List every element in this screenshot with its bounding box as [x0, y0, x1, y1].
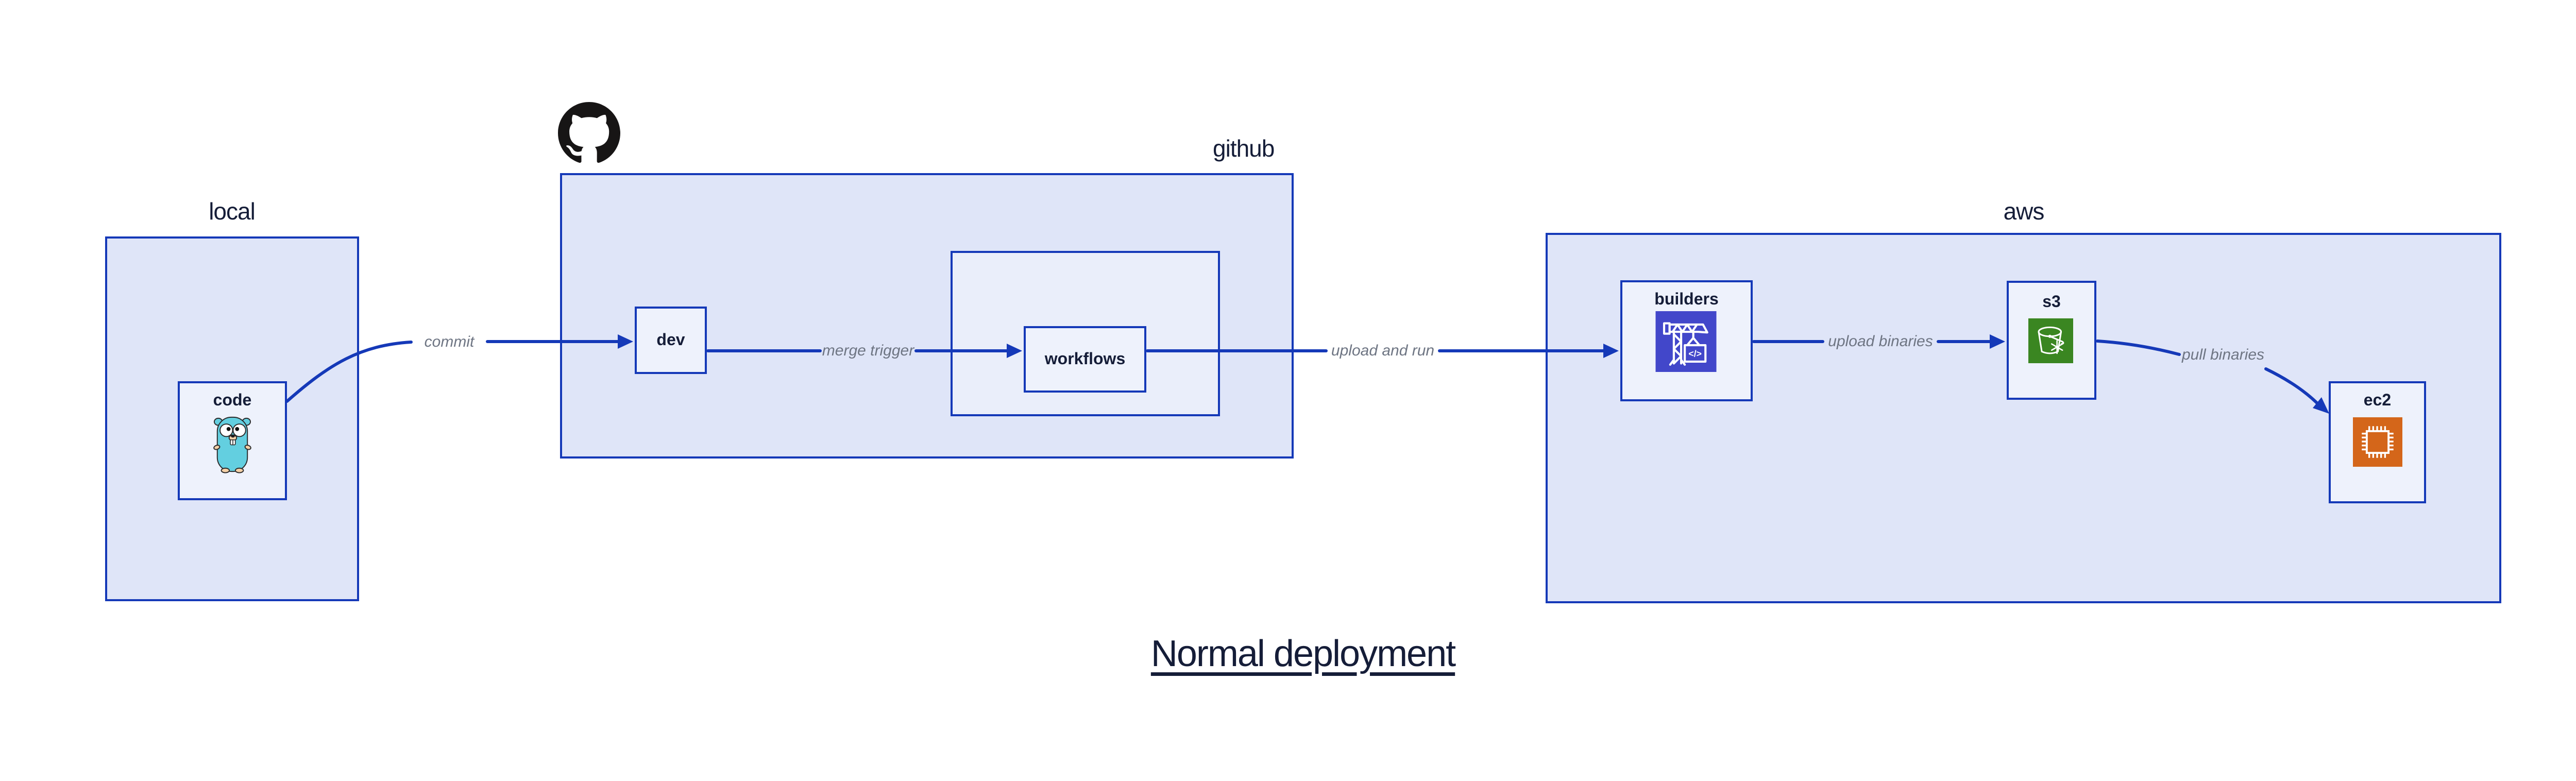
dev-branch-node: dev — [635, 307, 707, 374]
workflows-node: workflows — [1024, 326, 1146, 393]
edge-label-upload-binaries: upload binaries — [1828, 333, 1933, 350]
github-section-label: github — [1213, 135, 1275, 162]
edge-label-merge-trigger: merge trigger — [822, 342, 914, 359]
s3-node-label: s3 — [2042, 292, 2061, 311]
codebuild-code-glyph: </> — [1688, 349, 1702, 359]
edge-label-pull-binaries: pull binaries — [2181, 346, 2265, 363]
builders-node-label: builders — [1654, 290, 1719, 308]
dev-node-label: dev — [656, 330, 685, 349]
code-node-label: code — [213, 390, 252, 409]
codebuild-crane-icon: </> — [1655, 311, 1717, 372]
github-logo-icon — [558, 102, 620, 163]
local-section-label: local — [209, 198, 256, 225]
ec2-node-label: ec2 — [2363, 390, 2392, 409]
go-gopher-icon — [213, 416, 251, 473]
aws-section-label: aws — [2003, 198, 2045, 225]
ec2-chip-icon — [2353, 417, 2402, 467]
diagram-title: Normal deployment — [1150, 633, 1456, 674]
edge-label-upload-and-run: upload and run — [1331, 342, 1435, 359]
workflows-node-label: workflows — [1044, 349, 1126, 368]
s3-bucket-icon — [2028, 318, 2073, 363]
edge-label-commit: commit — [424, 333, 474, 350]
